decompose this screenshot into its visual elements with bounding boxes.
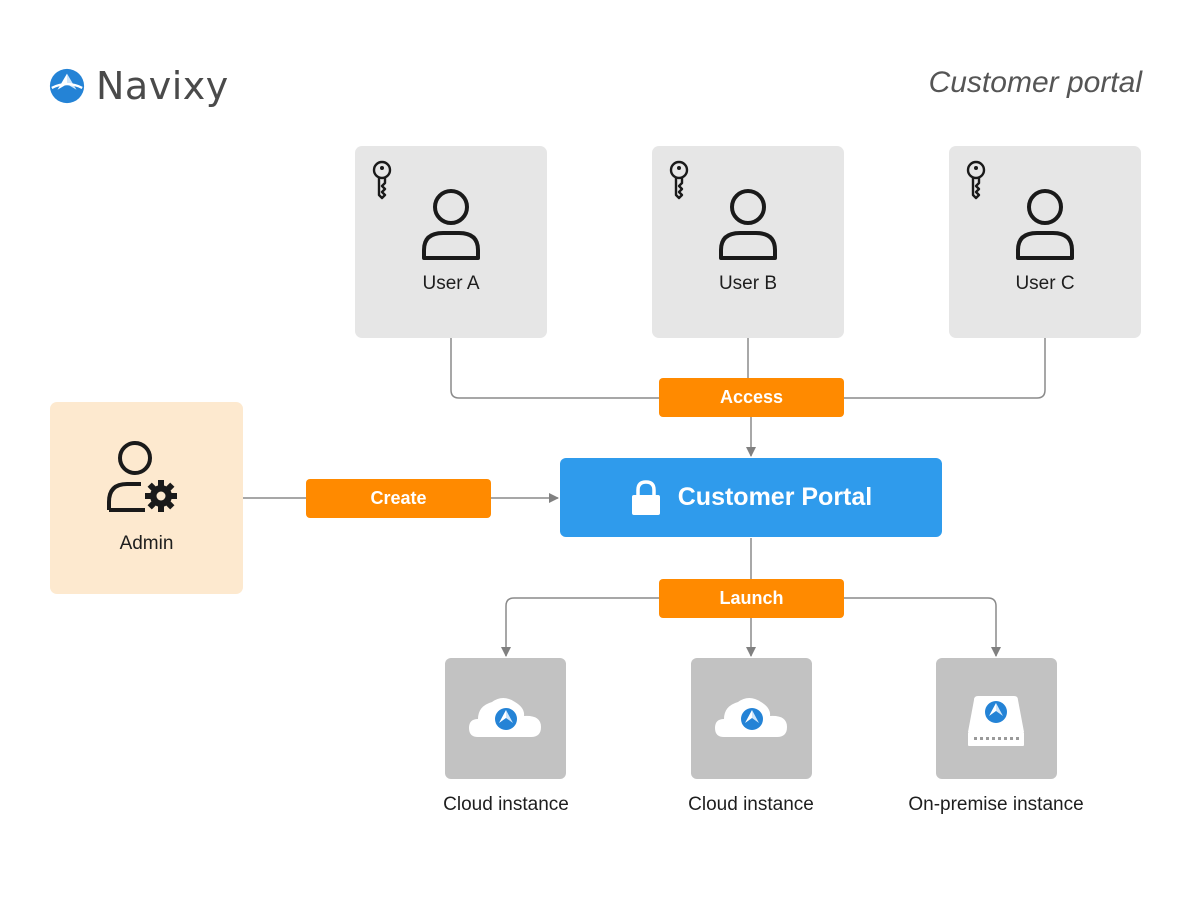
customer-portal-box: Customer Portal xyxy=(560,458,942,537)
key-icon xyxy=(372,160,392,200)
server-icon xyxy=(968,696,1024,746)
lock-icon xyxy=(631,479,660,515)
user-icon xyxy=(719,189,777,260)
key-icon xyxy=(669,160,689,200)
cloud-instance-card-2 xyxy=(691,658,812,779)
connector-launch-cloud-1 xyxy=(501,597,660,657)
user-card-c: User C xyxy=(949,146,1141,338)
admin-label: Admin xyxy=(119,533,174,554)
cloud-instance-card-1 xyxy=(445,658,566,779)
onpremise-instance-card xyxy=(936,658,1057,779)
brand-name: Navixy xyxy=(96,64,229,108)
instance-label: Cloud instance xyxy=(688,794,814,815)
user-icon xyxy=(422,189,480,260)
navixy-logo-icon xyxy=(49,68,85,104)
connector-user-a xyxy=(450,338,660,399)
connector-launch-onpremise xyxy=(842,597,1001,657)
instance-label: Cloud instance xyxy=(443,794,569,815)
cloud-icon xyxy=(715,698,787,737)
cloud-icon xyxy=(469,698,541,737)
user-card-a: User A xyxy=(355,146,547,338)
admin-card: Admin xyxy=(50,402,243,594)
connector-user-c xyxy=(842,338,1046,399)
user-card-b: User B xyxy=(652,146,844,338)
user-label: User C xyxy=(1015,273,1075,294)
create-label: Create xyxy=(306,479,491,518)
instance-label: On-premise instance xyxy=(908,794,1084,815)
user-label: User B xyxy=(718,273,778,294)
access-label: Access xyxy=(659,378,844,417)
key-icon xyxy=(966,160,986,200)
user-label: User A xyxy=(422,273,480,294)
admin-icon xyxy=(107,441,177,512)
user-icon xyxy=(1016,189,1074,260)
navixy-logo: Navixy xyxy=(48,64,229,108)
page-title: Customer portal xyxy=(928,66,1142,99)
portal-title: Customer Portal xyxy=(677,483,873,511)
launch-label: Launch xyxy=(659,579,844,618)
